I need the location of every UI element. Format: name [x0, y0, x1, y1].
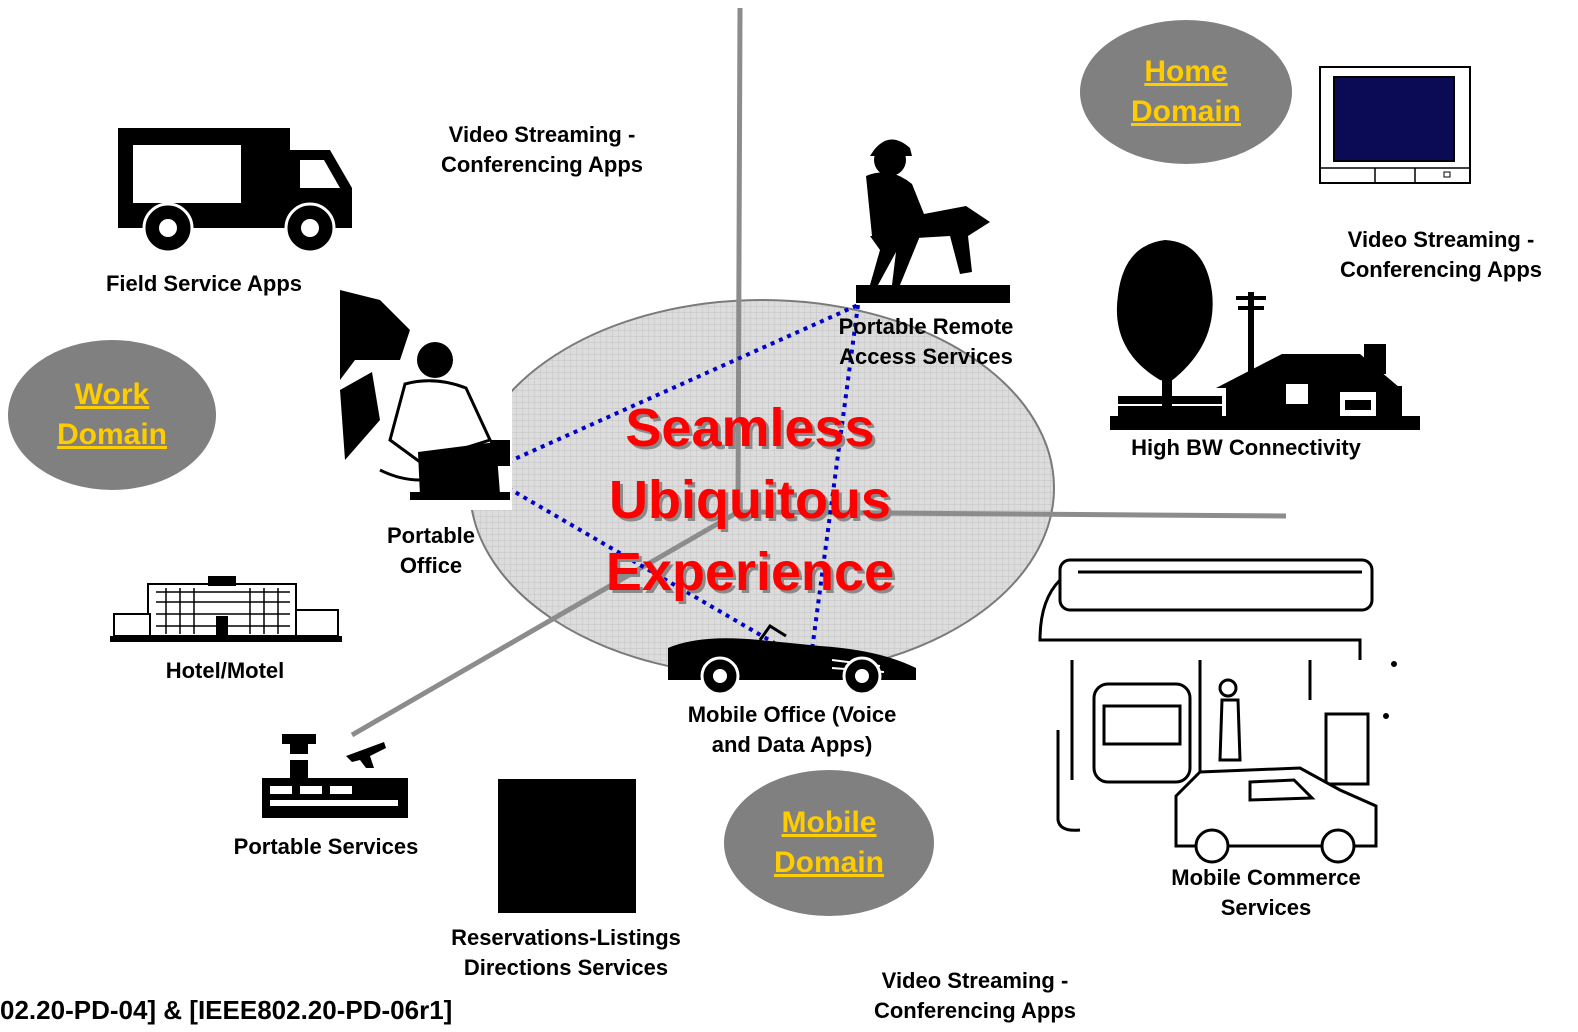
reservations-line1: Reservations-Listings [451, 925, 681, 950]
video-top-line2: Conferencing Apps [440, 152, 644, 177]
center-title-line2: Ubiquitous [609, 470, 891, 530]
video-streaming-bottom-label: Video Streaming - Conferencing Apps [850, 966, 1100, 1026]
mobile-commerce-line2: Services [1220, 895, 1312, 920]
video-top-line1: Video Streaming - [448, 122, 636, 147]
reservations-label: Reservations-Listings Directions Service… [426, 923, 706, 983]
high-bw-label: High BW Connectivity [1131, 435, 1361, 460]
mobile-office-line2: and Data Apps) [711, 732, 873, 757]
connection-links [506, 303, 860, 660]
mobile-commerce-line1: Mobile Commerce [1171, 865, 1361, 890]
portable-office-line2: Office [399, 553, 463, 578]
work-domain-bubble: Work Domain [8, 340, 216, 490]
field-service-label: Field Service Apps [105, 271, 303, 296]
video-bottom-line2: Conferencing Apps [873, 998, 1077, 1023]
portable-office-line1: Portable [386, 523, 476, 548]
portable-remote-label: Portable Remote Access Services [812, 312, 1040, 372]
video-streaming-top-label: Video Streaming - Conferencing Apps [412, 120, 672, 180]
gas-station-icon [1038, 558, 1397, 864]
portable-services-label: Portable Services [233, 834, 419, 859]
office-worker-icon [340, 285, 512, 510]
mobile-office-label: Mobile Office (Voice and Data Apps) [664, 700, 920, 760]
center-title-line3: Experience [605, 542, 895, 602]
portable-remote-line2: Access Services [839, 344, 1013, 369]
sports-car-icon [668, 623, 916, 696]
reservations-line2: Directions Services [463, 955, 669, 980]
airport-icon [262, 734, 408, 818]
delivery-truck-icon [118, 128, 352, 254]
hotel-icon [110, 576, 342, 642]
axis-vertical [735, 7, 743, 509]
mobile-commerce-label: Mobile Commerce Services [1146, 863, 1386, 923]
mobile-domain-bubble: Mobile Domain [724, 770, 934, 916]
mobile-office-line1: Mobile Office (Voice [687, 702, 897, 727]
video-streaming-right-label: Video Streaming - Conferencing Apps [1316, 225, 1566, 285]
portable-office-label: Portable Office [366, 521, 496, 581]
reference-footer: 02.20-PD-04] & [IEEE802.20-PD-06r1] [0, 995, 453, 1025]
work-domain-line2[interactable]: Domain [56, 418, 167, 451]
black-square-image [498, 779, 636, 913]
mobile-domain-line1[interactable]: Mobile [781, 806, 877, 839]
video-right-line2: Conferencing Apps [1339, 257, 1543, 282]
home-domain-line1[interactable]: Home [1144, 55, 1228, 88]
portable-remote-line1: Portable Remote [838, 314, 1014, 339]
center-title: Seamless Ubiquitous Experience [560, 392, 940, 608]
television-icon [1319, 66, 1471, 184]
home-domain-line2[interactable]: Domain [1130, 95, 1241, 128]
axis-diagonal [350, 509, 740, 738]
work-domain-line1[interactable]: Work [74, 378, 150, 411]
video-right-line1: Video Streaming - [1347, 227, 1535, 252]
video-bottom-line1: Video Streaming - [881, 968, 1069, 993]
mobile-domain-line2[interactable]: Domain [773, 846, 884, 879]
hotel-label: Hotel/Motel [165, 658, 285, 683]
house-tree-icon [1110, 240, 1420, 430]
home-domain-bubble: Home Domain [1080, 20, 1292, 164]
seated-man-icon [856, 139, 1010, 303]
center-title-line1: Seamless [625, 398, 875, 458]
